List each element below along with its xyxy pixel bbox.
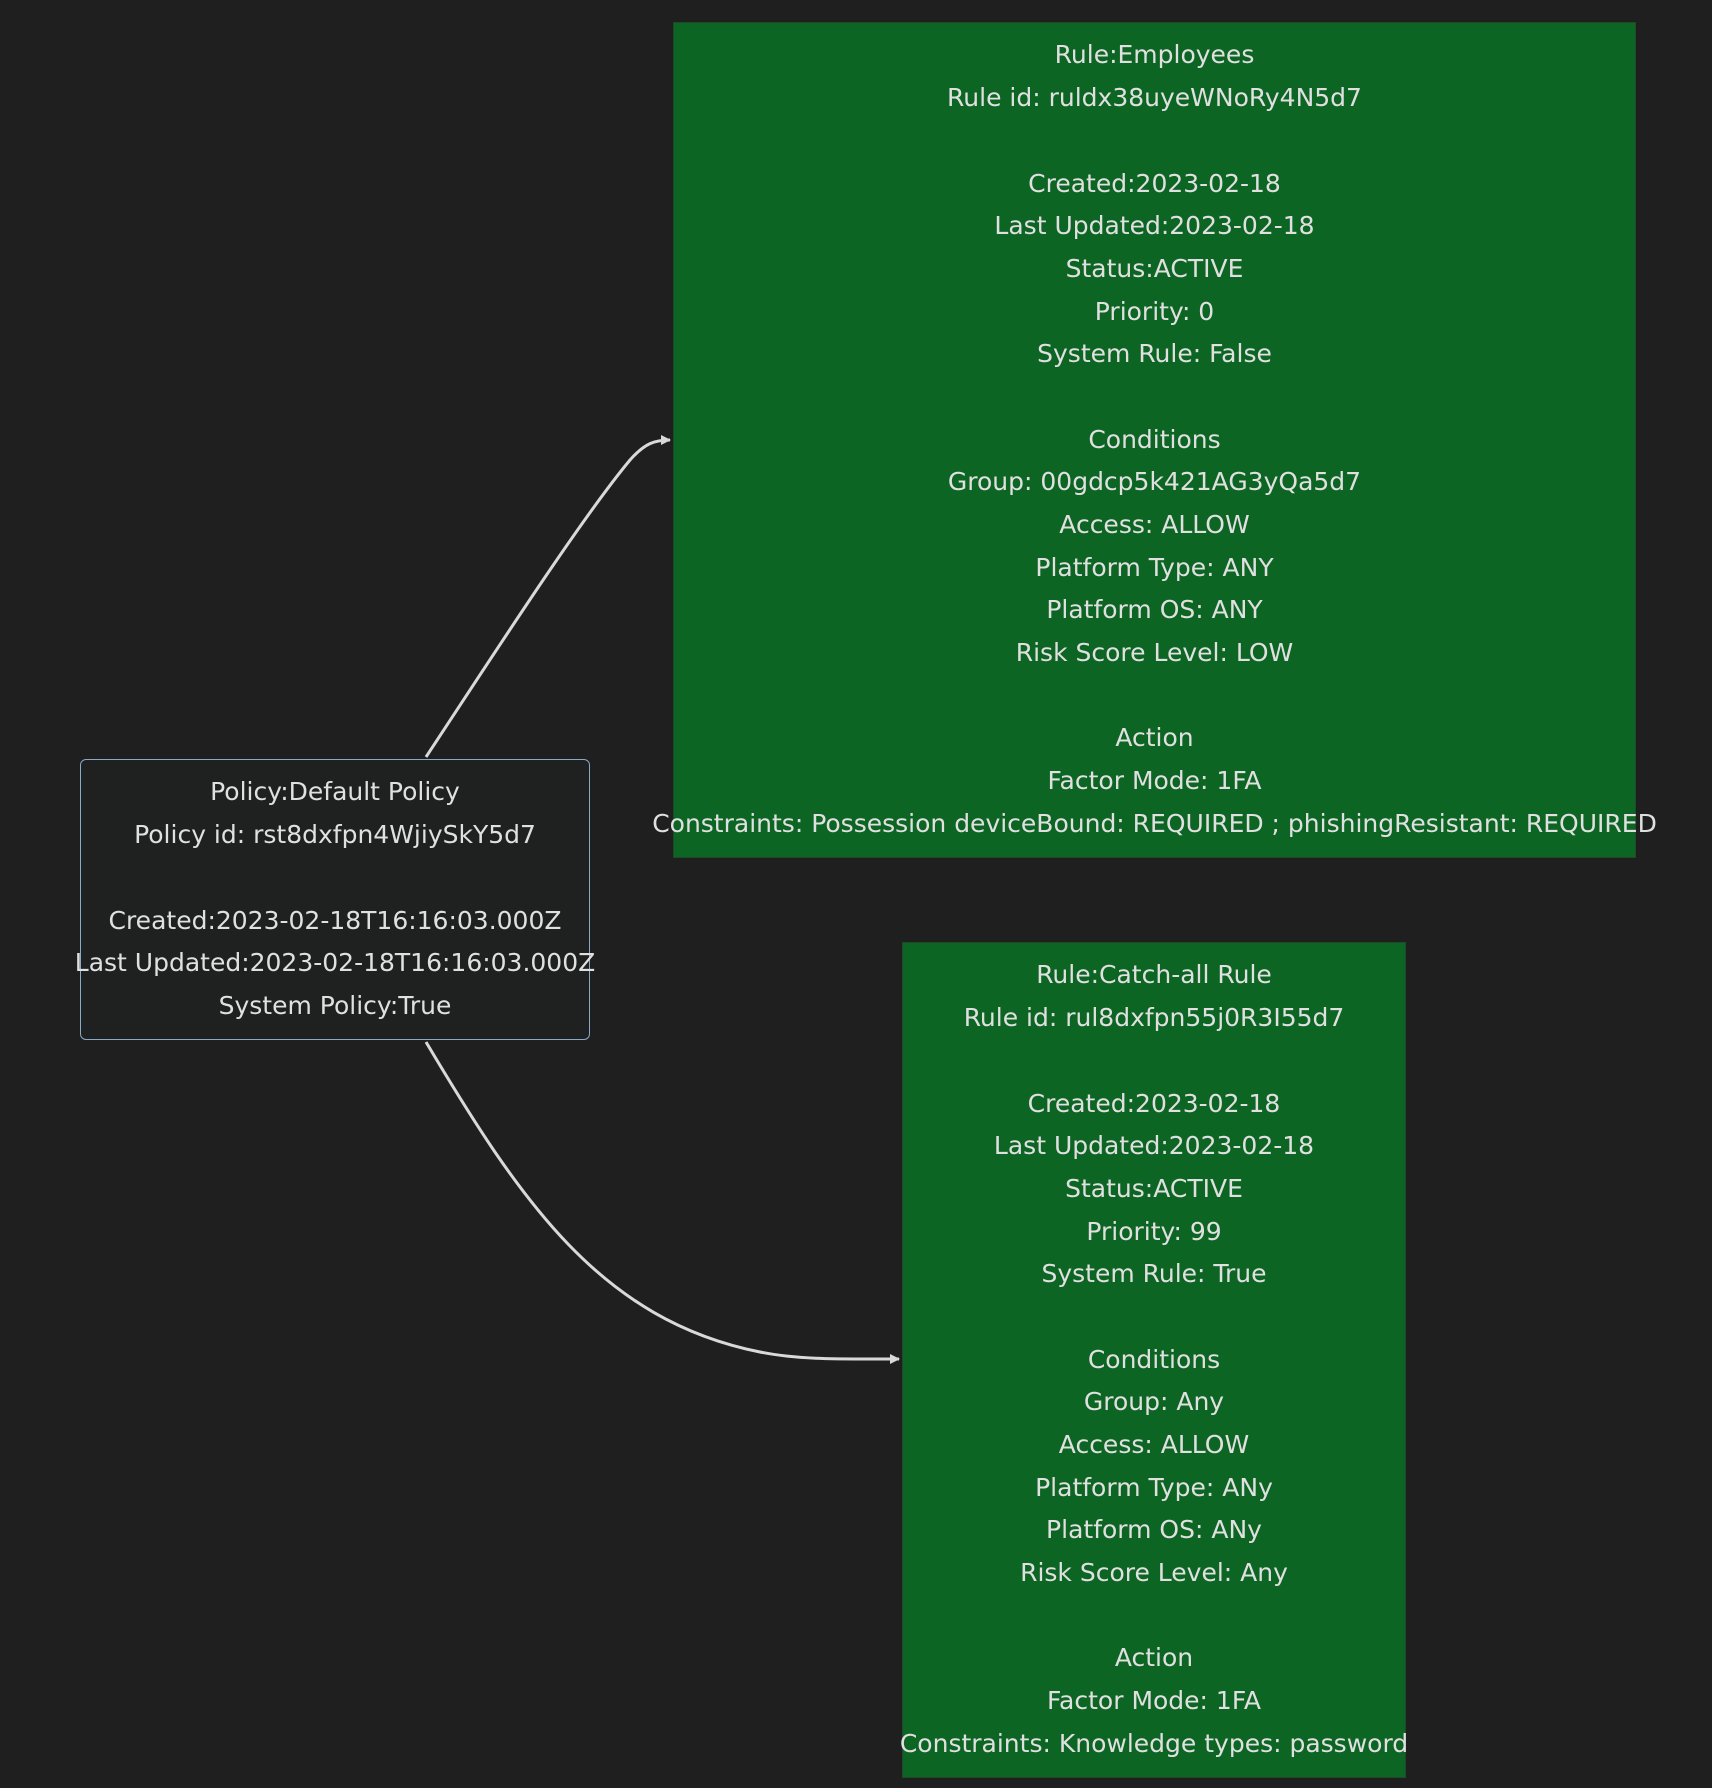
rule-id: Rule id: rul8dxfpn55j0R3I55d7 bbox=[963, 1003, 1345, 1033]
policy-title: Policy:Default Policy bbox=[210, 777, 460, 807]
policy-created: Created:2023-02-18T16:16:03.000Z bbox=[108, 905, 562, 935]
rule-status: Status:ACTIVE bbox=[1065, 253, 1244, 283]
rule-conditions-heading: Conditions bbox=[1088, 424, 1221, 454]
rule-id: Rule id: ruldx38uyeWNoRy4N5d7 bbox=[947, 83, 1362, 113]
rule-action-heading: Action bbox=[1115, 723, 1194, 753]
rule-factor-mode: Factor Mode: 1FA bbox=[1046, 1686, 1262, 1716]
rule-constraints: Constraints: Possession deviceBound: REQ… bbox=[652, 808, 1657, 838]
rule-platform-os: Platform OS: ANY bbox=[1046, 595, 1263, 625]
rule-node-employees: Rule:Employees Rule id: ruldx38uyeWNoRy4… bbox=[652, 22, 1657, 858]
rule-status: Status:ACTIVE bbox=[1065, 1173, 1243, 1203]
rule-last-updated: Last Updated:2023-02-18 bbox=[993, 1131, 1315, 1161]
policy-last-updated: Last Updated:2023-02-18T16:16:03.000Z bbox=[74, 948, 596, 978]
policy-node-default-policy: Policy:Default Policy Policy id: rst8dxf… bbox=[75, 759, 595, 1040]
rule-title: Rule:Catch-all Rule bbox=[1036, 960, 1272, 990]
rule-platform-os: Platform OS: ANy bbox=[1046, 1515, 1262, 1545]
rule-last-updated: Last Updated:2023-02-18 bbox=[994, 211, 1315, 241]
rule-group: Group: Any bbox=[1083, 1387, 1225, 1417]
rule-created: Created:2023-02-18 bbox=[1028, 168, 1281, 198]
rule-platform-type: Platform Type: ANy bbox=[1035, 1472, 1273, 1502]
rule-priority: Priority: 0 bbox=[1094, 296, 1215, 326]
rule-access: Access: ALLOW bbox=[1059, 510, 1250, 540]
rule-risk-score-level: Risk Score Level: LOW bbox=[1015, 638, 1294, 668]
rule-constraints: Constraints: Knowledge types: password bbox=[899, 1728, 1409, 1758]
rule-priority: Priority: 99 bbox=[1086, 1216, 1222, 1246]
rule-factor-mode: Factor Mode: 1FA bbox=[1047, 766, 1262, 796]
rule-group: Group: 00gdcp5k421AG3yQa5d7 bbox=[947, 467, 1362, 497]
rule-action-heading: Action bbox=[1114, 1643, 1194, 1673]
policy-id: Policy id: rst8dxfpn4WjiySkY5d7 bbox=[134, 820, 536, 850]
edge-policy-to-catchall-rule bbox=[424, 1041, 900, 1365]
rule-title: Rule:Employees bbox=[1054, 40, 1255, 70]
rule-created: Created:2023-02-18 bbox=[1027, 1088, 1281, 1118]
rule-platform-type: Platform Type: ANY bbox=[1035, 552, 1274, 582]
policy-system-policy: System Policy:True bbox=[218, 990, 452, 1020]
rule-risk-score-level: Risk Score Level: Any bbox=[1020, 1558, 1288, 1588]
rule-node-catch-all: Rule:Catch-all Rule Rule id: rul8dxfpn55… bbox=[899, 942, 1409, 1778]
edge-policy-to-employees-rule bbox=[424, 435, 671, 758]
rule-access: Access: ALLOW bbox=[1058, 1430, 1250, 1460]
rule-system-rule: System Rule: True bbox=[1041, 1259, 1267, 1289]
rule-conditions-heading: Conditions bbox=[1087, 1344, 1221, 1374]
rule-system-rule: System Rule: False bbox=[1037, 339, 1272, 369]
